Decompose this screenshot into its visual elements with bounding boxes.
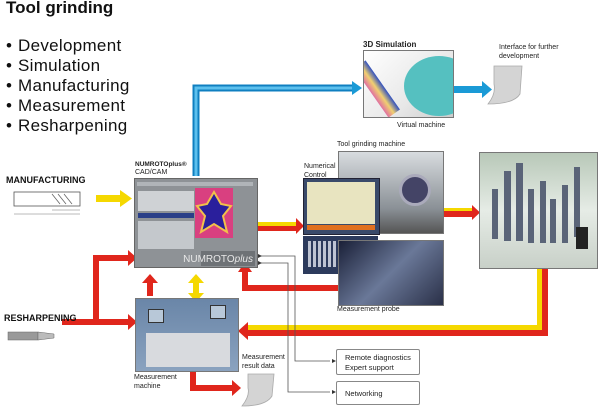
nc-label: Numerical Control <box>304 163 336 179</box>
resharpening-label: RESHARPENING <box>4 313 77 323</box>
network-lines <box>258 255 330 393</box>
bullet-manufacturing: Manufacturing <box>6 76 130 96</box>
networking-box: Networking <box>336 381 420 405</box>
finished-tools-image <box>479 152 598 269</box>
interface-caption: Interface for further development <box>499 44 559 60</box>
arrow-measurement-to-cadcam <box>142 274 158 296</box>
simulation-caption: Virtual machine <box>397 122 446 129</box>
tool-profile-preview <box>195 188 233 238</box>
remote-diagnostics-box: Remote diagnostics Expert support <box>336 349 420 375</box>
diagram-title: Tool grinding <box>6 0 114 17</box>
nc-panel-screen <box>303 178 380 235</box>
arrow-cadcam-to-nc <box>256 218 304 234</box>
measurement-machine-label: Measurement machine <box>134 374 177 390</box>
arrow-cadcam-measurement-bidirectional <box>188 274 204 302</box>
cadcam-screen: NUMROTOplus <box>134 178 258 268</box>
probe-label: Measurement probe <box>337 306 400 313</box>
arrow-machine-to-tools <box>442 205 480 220</box>
bullet-development: Development <box>6 36 130 56</box>
arrow-simulation-to-interface <box>452 81 492 98</box>
bullet-measurement: Measurement <box>6 96 130 116</box>
measurement-machine-image <box>135 298 239 372</box>
measurement-probe-image <box>338 240 444 306</box>
arrow-measurement-to-result <box>190 370 241 396</box>
grinding-machine-label: Tool grinding machine <box>337 141 406 148</box>
simulation-image <box>363 50 454 118</box>
used-tool-icon <box>7 331 55 341</box>
endmill-drawing-icon <box>13 191 81 215</box>
cadcam-title: NUMROTOplus® <box>135 161 187 168</box>
arrow-cadcam-to-simulation <box>192 81 362 176</box>
result-document-icon <box>241 373 275 407</box>
bullet-simulation: Simulation <box>6 56 130 76</box>
document-stack-icon <box>487 65 523 105</box>
numroto-brand: NUMROTOplus <box>183 254 253 265</box>
bullet-list: Development Simulation Manufacturing Mea… <box>6 36 130 136</box>
simulation-title: 3D Simulation <box>363 40 417 49</box>
arrow-manufacturing-to-cadcam <box>96 190 132 207</box>
bullet-resharpening: Resharpening <box>6 116 130 136</box>
result-data-label: Measurement result data <box>242 354 285 370</box>
arrow-resharpening-to-measurement <box>62 250 137 330</box>
cadcam-subtitle: CAD/CAM <box>135 169 168 176</box>
arrow-tools-to-measurement <box>238 268 548 340</box>
manufacturing-label: MANUFACTURING <box>6 175 86 185</box>
